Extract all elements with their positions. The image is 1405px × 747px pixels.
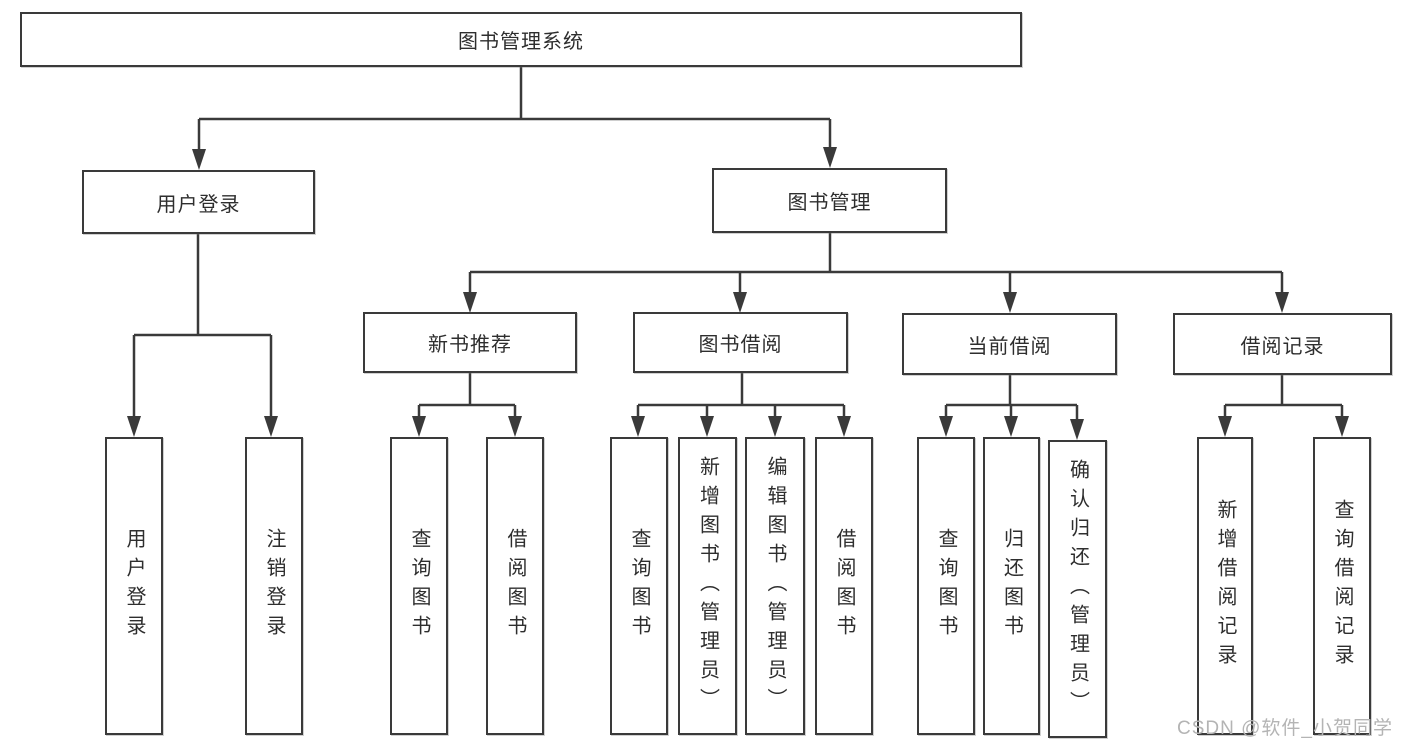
node-book-management: 图书管理 [712,168,947,233]
node-new-book-recommend: 新书推荐 [363,312,577,373]
leaf-borrow-books-borrowing-label: 借阅图书 [833,528,855,644]
node-book-borrowing: 图书借阅 [633,312,848,373]
leaf-query-books-current-label: 查询图书 [935,528,957,644]
leaf-return-books-label: 归还图书 [1000,528,1023,644]
node-book-borrowing-label: 图书借阅 [698,334,783,356]
leaf-borrow-books-recommend-label: 借阅图书 [504,528,526,644]
leaf-borrow-books-borrowing: 借阅图书 [815,437,873,735]
node-user-login-group-label: 用户登录 [156,193,241,216]
leaf-add-book-admin: 新增图书（管理员） [678,437,737,735]
leaf-user-login-label: 用户登录 [123,528,145,644]
leaf-add-borrow-record-label: 新增借阅记录 [1214,499,1236,673]
leaf-confirm-return-admin: 确认归还（管理员） [1048,440,1107,738]
node-current-borrowing-label: 当前借阅 [967,335,1052,358]
node-borrowing-records: 借阅记录 [1173,313,1392,375]
leaf-query-books-current: 查询图书 [917,437,975,735]
leaf-query-books-recommend: 查询图书 [390,437,448,735]
node-borrowing-records-label: 借阅记录 [1240,335,1325,358]
watermark-text: CSDN @软件_小贺同学 [1177,718,1393,739]
leaf-return-books: 归还图书 [983,437,1040,735]
leaf-borrow-books-recommend: 借阅图书 [486,437,544,735]
node-book-management-label: 图书管理 [787,192,872,214]
leaf-add-borrow-record: 新增借阅记录 [1197,437,1253,735]
leaf-confirm-return-admin-label: 确认归还（管理员） [1066,458,1089,720]
node-root-system-label: 图书管理系统 [458,31,584,53]
leaf-add-book-admin-label: 新增图书（管理员） [696,455,719,717]
leaf-logout: 注销登录 [245,437,303,735]
leaf-query-books-borrowing-label: 查询图书 [628,528,650,644]
leaf-query-borrow-record-label: 查询借阅记录 [1331,499,1353,673]
node-root-system: 图书管理系统 [20,12,1022,67]
leaf-query-borrow-record: 查询借阅记录 [1313,437,1371,735]
leaf-user-login: 用户登录 [105,437,163,735]
leaf-logout-label: 注销登录 [263,528,285,644]
leaf-edit-book-admin-label: 编辑图书（管理员） [764,455,786,717]
leaf-query-books-borrowing: 查询图书 [610,437,668,735]
leaf-edit-book-admin: 编辑图书（管理员） [745,437,805,735]
node-user-login-group: 用户登录 [82,170,315,234]
node-current-borrowing: 当前借阅 [902,313,1117,375]
node-new-book-recommend-label: 新书推荐 [428,334,512,356]
leaf-query-books-recommend-label: 查询图书 [408,528,430,644]
